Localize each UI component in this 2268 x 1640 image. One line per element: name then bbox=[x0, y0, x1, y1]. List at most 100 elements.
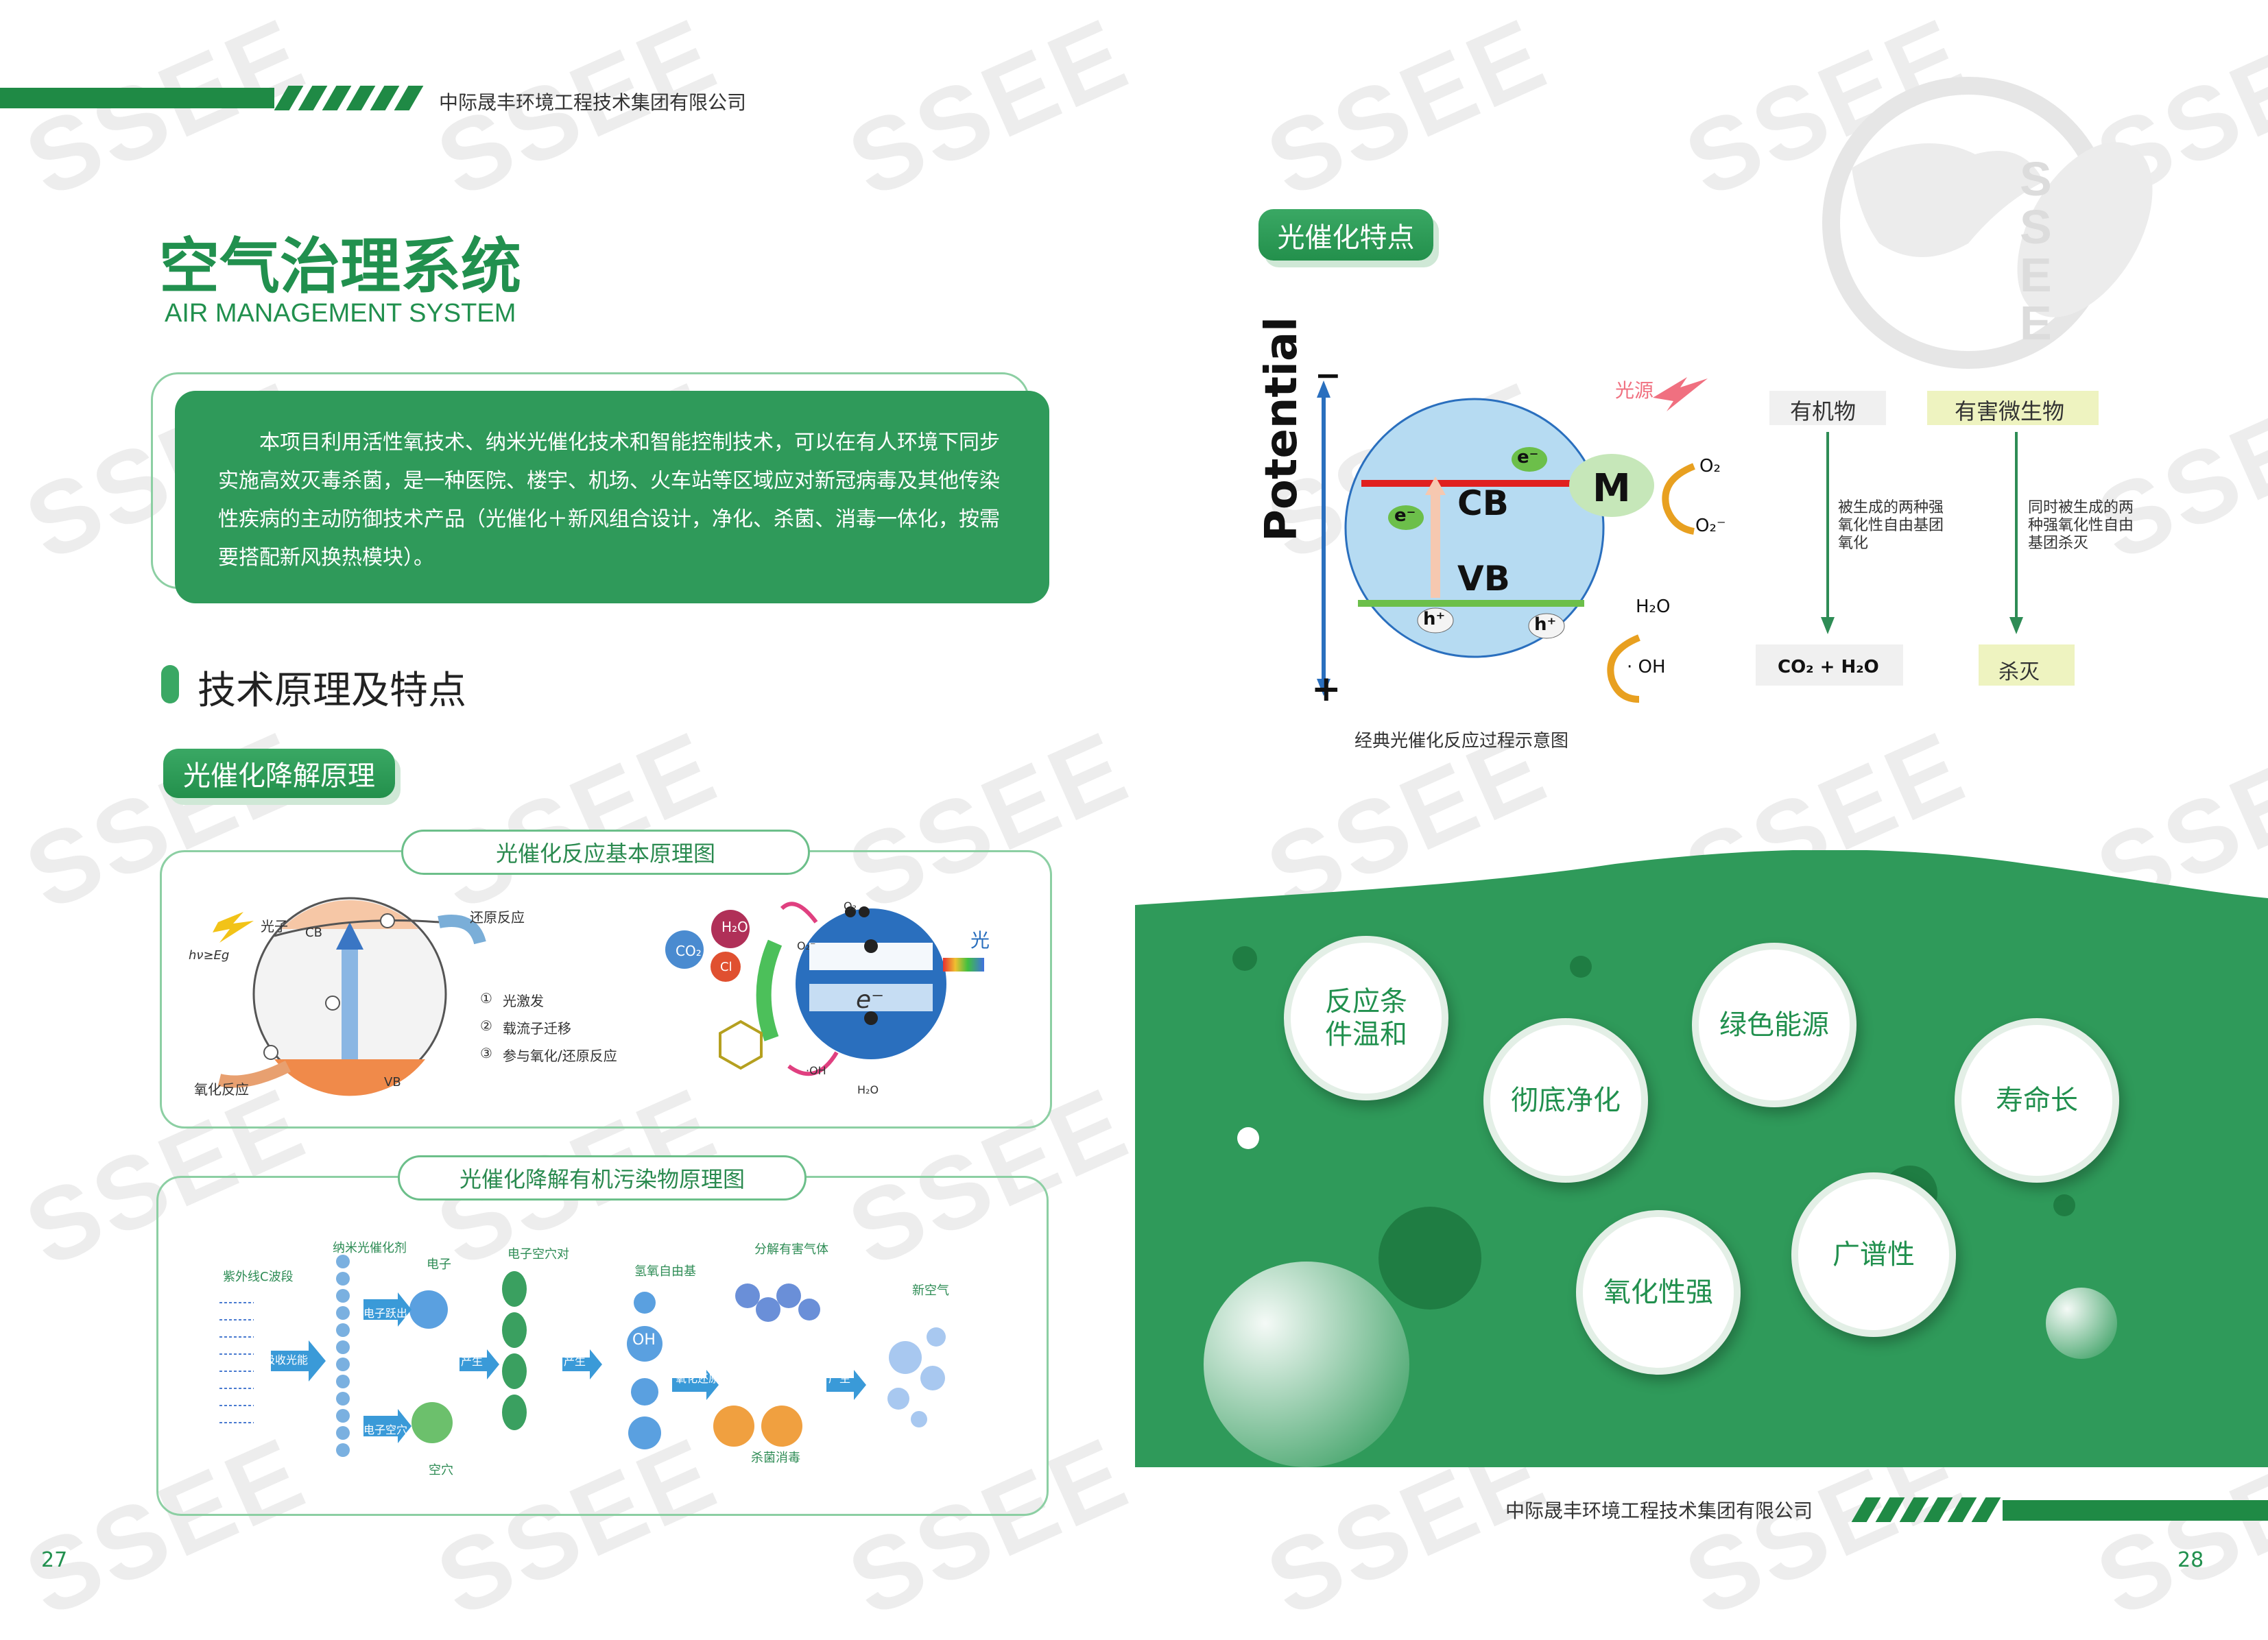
excitation-arrow bbox=[336, 922, 363, 950]
feature-green-energy: 绿色能源 bbox=[1692, 943, 1857, 1107]
section-heading: 技术原理及特点 bbox=[198, 668, 466, 713]
oxidation-arrow bbox=[217, 1060, 291, 1088]
label-minus: − bbox=[1315, 357, 1341, 394]
label-air: 空穴 bbox=[429, 1463, 453, 1478]
label-hv: hν≥Eg bbox=[189, 948, 230, 963]
molecule-co2 bbox=[665, 930, 704, 969]
header-stripe bbox=[298, 86, 328, 110]
page-number-left: 27 bbox=[41, 1548, 68, 1572]
svg-text:E: E bbox=[2020, 296, 2052, 350]
feature-label: 氧化性强 bbox=[1603, 1277, 1713, 1308]
pollutant-molecule bbox=[719, 1020, 763, 1070]
company-name-footer: 中际晟丰环境工程技术集团有限公司 bbox=[1505, 1499, 1813, 1522]
label-oh: · OH bbox=[1627, 657, 1666, 677]
feature-label: 反应条件温和 bbox=[1325, 986, 1407, 1050]
label-microbes-text: 同时被生成的两种强氧化性自由基团杀灭 bbox=[2028, 499, 2134, 552]
microbes-result-box bbox=[1979, 644, 2075, 686]
decor-dot bbox=[1237, 1127, 1259, 1149]
hole-bubble bbox=[1417, 607, 1454, 634]
electron-out-arrow bbox=[363, 1292, 411, 1327]
feature-long-life: 寿命长 bbox=[1955, 1018, 2119, 1183]
footer-stripe bbox=[1899, 1497, 1929, 1522]
footer-stripe bbox=[1923, 1497, 1953, 1522]
label-reduction: 还原反应 bbox=[470, 909, 525, 926]
label-oh: OH bbox=[632, 1331, 656, 1349]
produce-arrow bbox=[459, 1349, 499, 1379]
label-oxidize: 氧化还原 bbox=[676, 1372, 720, 1385]
label-h2o: H₂O bbox=[1636, 596, 1671, 617]
label-vb: VB bbox=[1457, 559, 1510, 599]
footer-bar-right bbox=[2003, 1500, 2268, 1521]
features-background bbox=[1135, 850, 2268, 1467]
label-potential: Potential bbox=[1256, 316, 1307, 542]
legend-number: ② bbox=[480, 1017, 492, 1034]
label-photon: 光子 bbox=[261, 918, 288, 934]
header-stripe bbox=[394, 86, 424, 110]
label-o2-radical: O₂⁻ bbox=[797, 939, 816, 952]
label-m: M bbox=[1592, 466, 1631, 511]
label-hole-pair: 电子空穴对 bbox=[508, 1247, 569, 1262]
label-cb: CB bbox=[305, 926, 322, 940]
tag-photocatalysis-features: 光催化特点 bbox=[1258, 209, 1433, 261]
page-title-en: AIR MANAGEMENT SYSTEM bbox=[165, 299, 516, 328]
organics-box bbox=[1769, 391, 1886, 425]
company-name-header: 中际晟丰环境工程技术集团有限公司 bbox=[439, 91, 747, 114]
label-produce: 产生 bbox=[461, 1355, 484, 1368]
label-plus: + bbox=[1311, 668, 1341, 710]
legend-item: 光激发 bbox=[503, 993, 544, 1009]
label-light-source: 光源 bbox=[1615, 379, 1654, 402]
excitation-bar bbox=[342, 939, 358, 1059]
intro-paragraph: 本项目利用活性氧技术、纳米光催化技术和智能控制技术，可以在有人环境下同步实施高效… bbox=[218, 431, 1000, 570]
label-cb: CB bbox=[1457, 483, 1509, 523]
feature-thorough-purification: 彻底净化 bbox=[1483, 1018, 1648, 1183]
electron-bubble bbox=[1388, 505, 1424, 530]
label-h2o: H₂O bbox=[721, 919, 748, 935]
label-oh: ·OH bbox=[806, 1064, 826, 1077]
label-fresh-air: 新空气 bbox=[912, 1283, 949, 1298]
label-organics: 有机物 bbox=[1790, 398, 1857, 424]
label-electron: e⁻ bbox=[856, 986, 885, 1014]
diagram1-illustration bbox=[213, 897, 984, 1096]
m-bubble bbox=[1569, 454, 1654, 517]
band-gap-lower bbox=[809, 984, 933, 1011]
diagram2-illustration bbox=[219, 1255, 946, 1457]
feature-label: 绿色能源 bbox=[1719, 1009, 1829, 1041]
footer-stripe bbox=[1947, 1497, 1977, 1522]
watermark: SSEE bbox=[1250, 0, 1564, 219]
label-electron: 电子 bbox=[427, 1257, 451, 1272]
label-cl: Cl bbox=[720, 960, 732, 974]
decor-dot bbox=[2053, 1194, 2075, 1216]
label-hole: h⁺ bbox=[1534, 614, 1557, 635]
label-decompose: 分解有害气体 bbox=[754, 1242, 828, 1257]
svg-text:S: S bbox=[2020, 152, 2052, 206]
light-source-icon bbox=[1653, 377, 1708, 411]
legend-item: 参与氧化/还原反应 bbox=[503, 1048, 617, 1064]
label-light: 光 bbox=[970, 929, 990, 952]
catalyst-sphere bbox=[1344, 398, 1605, 658]
label-o2: O₂ bbox=[844, 900, 857, 913]
label-electron-out: 电子跃出 bbox=[363, 1307, 408, 1320]
light-beam bbox=[943, 958, 984, 972]
page-title-cn: 空气治理系统 bbox=[159, 231, 522, 302]
footer-stripe bbox=[1851, 1497, 1881, 1522]
feature-broad-spectrum: 广谱性 bbox=[1791, 1172, 1956, 1337]
feature-label: 寿命长 bbox=[1996, 1085, 2078, 1116]
hole-dot bbox=[864, 1011, 878, 1025]
electron-ball bbox=[409, 1290, 448, 1329]
label-bacteria: 杀菌消毒 bbox=[751, 1451, 800, 1465]
produce-arrow bbox=[562, 1349, 602, 1379]
decor-bubble bbox=[1204, 1262, 1409, 1467]
diagram1-caption: 光催化反应基本原理图 bbox=[401, 830, 810, 875]
reduction-arrow bbox=[438, 915, 486, 945]
lightning-icon bbox=[213, 912, 254, 943]
svg-text:S: S bbox=[2020, 200, 2052, 254]
step-marker bbox=[263, 1045, 278, 1060]
footer-stripe bbox=[1971, 1497, 2001, 1522]
header-stripe bbox=[346, 86, 376, 110]
label-absorb: 吸收光能 bbox=[264, 1353, 309, 1366]
molecule-h2o bbox=[711, 910, 750, 948]
microbes-box bbox=[1927, 391, 2099, 425]
section-marker bbox=[161, 665, 179, 703]
diagram3-caption: 经典光催化反应过程示意图 bbox=[1354, 731, 1569, 751]
label-nano: 纳米光催化剂 bbox=[333, 1241, 407, 1255]
